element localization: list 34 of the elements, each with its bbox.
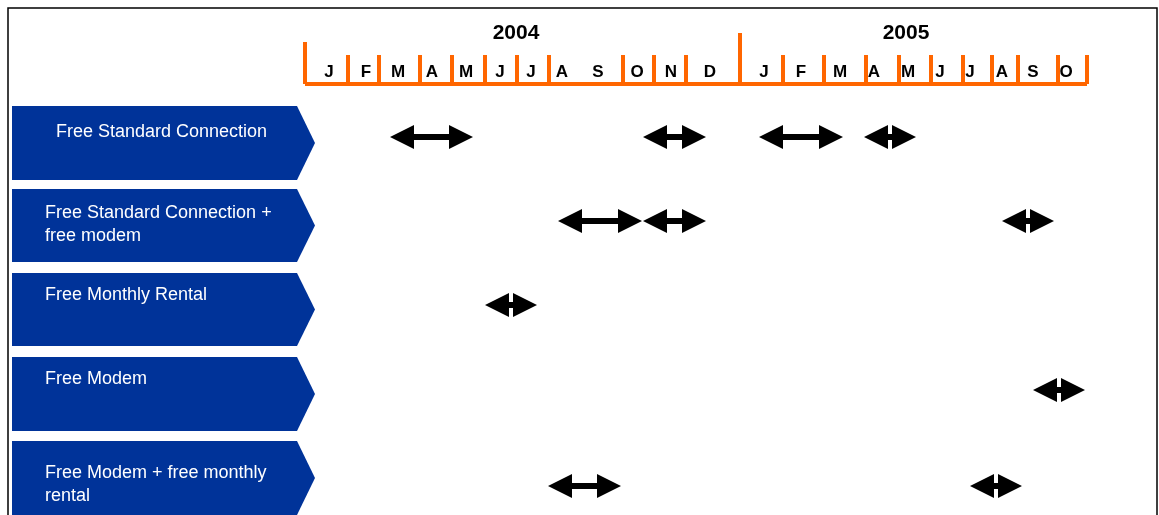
- month-label: J: [526, 62, 536, 82]
- chevron-shape: [12, 189, 315, 262]
- month-label: J: [324, 62, 334, 82]
- month-label: M: [832, 62, 848, 82]
- chevron-shape: [12, 441, 315, 515]
- row-label: Free Modem: [45, 367, 149, 390]
- year-label: 2004: [492, 20, 540, 44]
- month-label: M: [900, 62, 916, 82]
- month-label: O: [630, 62, 644, 82]
- month-label: O: [1059, 62, 1073, 82]
- row-label: Free Monthly Rental: [45, 283, 209, 306]
- month-label: J: [965, 62, 975, 82]
- month-label: A: [995, 62, 1009, 82]
- month-label: J: [935, 62, 945, 82]
- month-label: S: [592, 62, 604, 82]
- month-label: F: [360, 62, 372, 82]
- month-label: D: [703, 62, 717, 82]
- row-label: Free Standard Connection + free modem: [45, 201, 273, 247]
- month-label: A: [867, 62, 881, 82]
- month-label: N: [664, 62, 678, 82]
- row-label: Free Standard Connection: [56, 120, 269, 143]
- month-label: J: [759, 62, 769, 82]
- month-label: A: [425, 62, 439, 82]
- month-label: J: [495, 62, 505, 82]
- chevron-shape: [12, 273, 315, 346]
- row-label: Free Modem + free monthly rental: [45, 461, 268, 507]
- month-label: A: [555, 62, 569, 82]
- month-label: M: [390, 62, 406, 82]
- chevron-shape: [12, 106, 315, 180]
- month-label: S: [1027, 62, 1039, 82]
- year-label: 2005: [882, 20, 930, 44]
- month-label: F: [795, 62, 807, 82]
- chevron-shape: [12, 357, 315, 431]
- month-label: M: [458, 62, 474, 82]
